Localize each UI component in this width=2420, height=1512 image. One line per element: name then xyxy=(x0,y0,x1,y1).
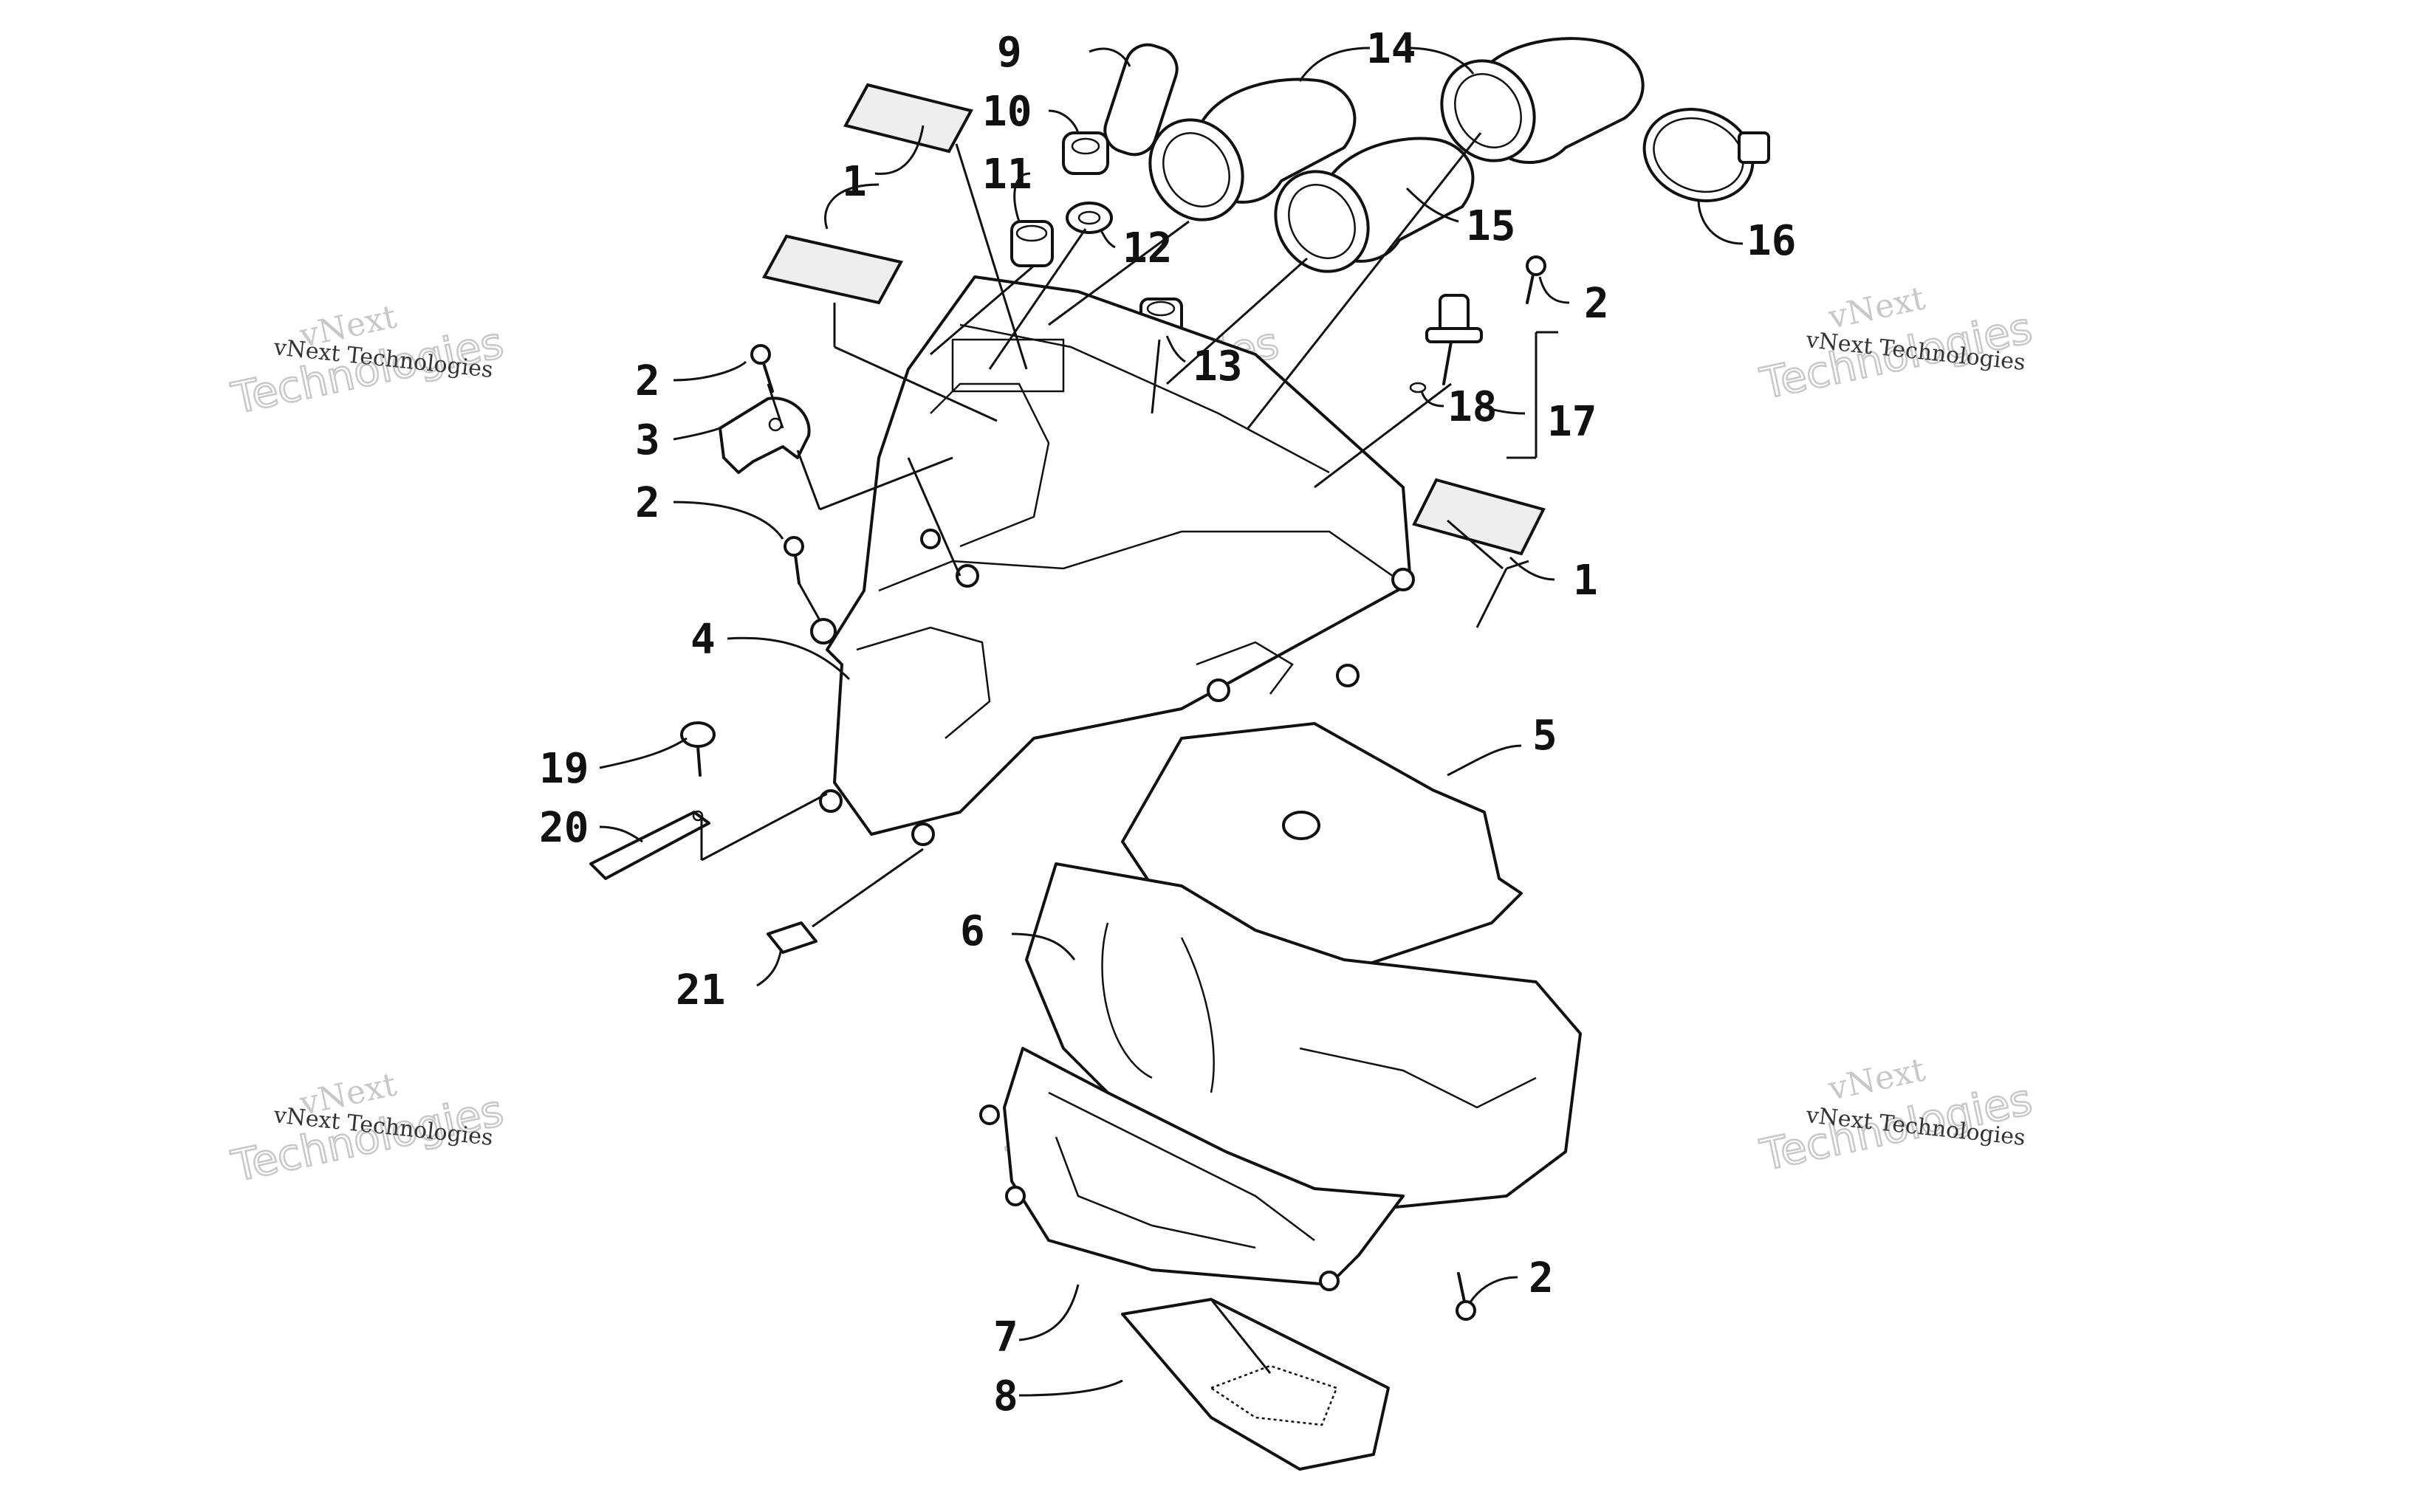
intake-boot-right xyxy=(1440,37,1645,164)
callout-4: 4 xyxy=(690,616,716,664)
leader-lines xyxy=(599,47,1744,1397)
callout-13: 13 xyxy=(1193,343,1242,391)
plug-item-17 xyxy=(1425,294,1483,385)
watermark-top-left: vNext Technologies vNext Technologies xyxy=(227,298,509,425)
watermark-bottom-left: vNext Technologies vNext Technologies xyxy=(227,1065,509,1192)
foam-pad-top xyxy=(843,83,973,154)
callout-7: 7 xyxy=(993,1313,1018,1361)
callout-5: 5 xyxy=(1532,712,1557,760)
foam-pad-right xyxy=(1412,478,1546,556)
callout-19: 19 xyxy=(539,745,589,793)
callout-12: 12 xyxy=(1122,224,1172,272)
tube-item-9 xyxy=(1103,43,1179,157)
hose-clamp-item-16 xyxy=(1642,108,1770,202)
bracket-item-3 xyxy=(719,396,811,474)
grommet-item-10 xyxy=(1062,131,1109,175)
watermark-top-right: vNext Technologies vNext Technologies xyxy=(1755,279,2037,410)
screw-upper-right xyxy=(1526,255,1546,304)
callout-2-left-middle: 2 xyxy=(635,479,660,527)
callout-1-right: 1 xyxy=(1573,557,1598,605)
callout-2-left-upper: 2 xyxy=(635,357,660,405)
intake-boot-center xyxy=(1274,137,1475,273)
watermark-bottom-right: vNext Technologies vNext Technologies xyxy=(1755,1051,2037,1181)
screw-left-upper xyxy=(750,344,774,393)
callout-18: 18 xyxy=(1447,383,1497,431)
callout-15: 15 xyxy=(1466,202,1515,250)
intake-boot-left xyxy=(1148,78,1357,221)
base-tray-item-7 xyxy=(979,1047,1405,1291)
foam-pad-left xyxy=(761,234,904,305)
callout-6: 6 xyxy=(960,907,985,955)
callout-14: 14 xyxy=(1366,25,1416,73)
screw-item-19 xyxy=(680,721,716,777)
callout-2-bottom-right: 2 xyxy=(1529,1254,1554,1302)
callout-21: 21 xyxy=(676,966,725,1014)
callout-17: 17 xyxy=(1547,398,1597,446)
callout-8: 8 xyxy=(993,1372,1018,1420)
callout-2-upper-right: 2 xyxy=(1584,280,1609,328)
callout-10: 10 xyxy=(982,88,1032,136)
screw-bottom-right xyxy=(1456,1272,1476,1321)
strap-item-20 xyxy=(589,810,710,880)
bushing-item-11 xyxy=(1010,220,1054,267)
callout-11: 11 xyxy=(982,151,1032,199)
screen-item-8 xyxy=(1121,1298,1390,1471)
callout-16: 16 xyxy=(1747,217,1796,265)
o-ring-item-18 xyxy=(1409,382,1427,394)
callout-9: 9 xyxy=(997,29,1022,77)
callout-1-upper: 1 xyxy=(842,158,867,206)
callout-20: 20 xyxy=(539,804,589,852)
callout-labels: 1 1 2 2 2 2 2 3 4 5 6 7 8 9 10 11 12 13 … xyxy=(539,25,1796,1420)
clip-item-21 xyxy=(767,921,817,954)
callout-3: 3 xyxy=(635,416,660,464)
washer-item-12 xyxy=(1066,202,1113,234)
screw-left-middle xyxy=(784,536,804,585)
airbox-upper-item-4 xyxy=(810,275,1415,846)
